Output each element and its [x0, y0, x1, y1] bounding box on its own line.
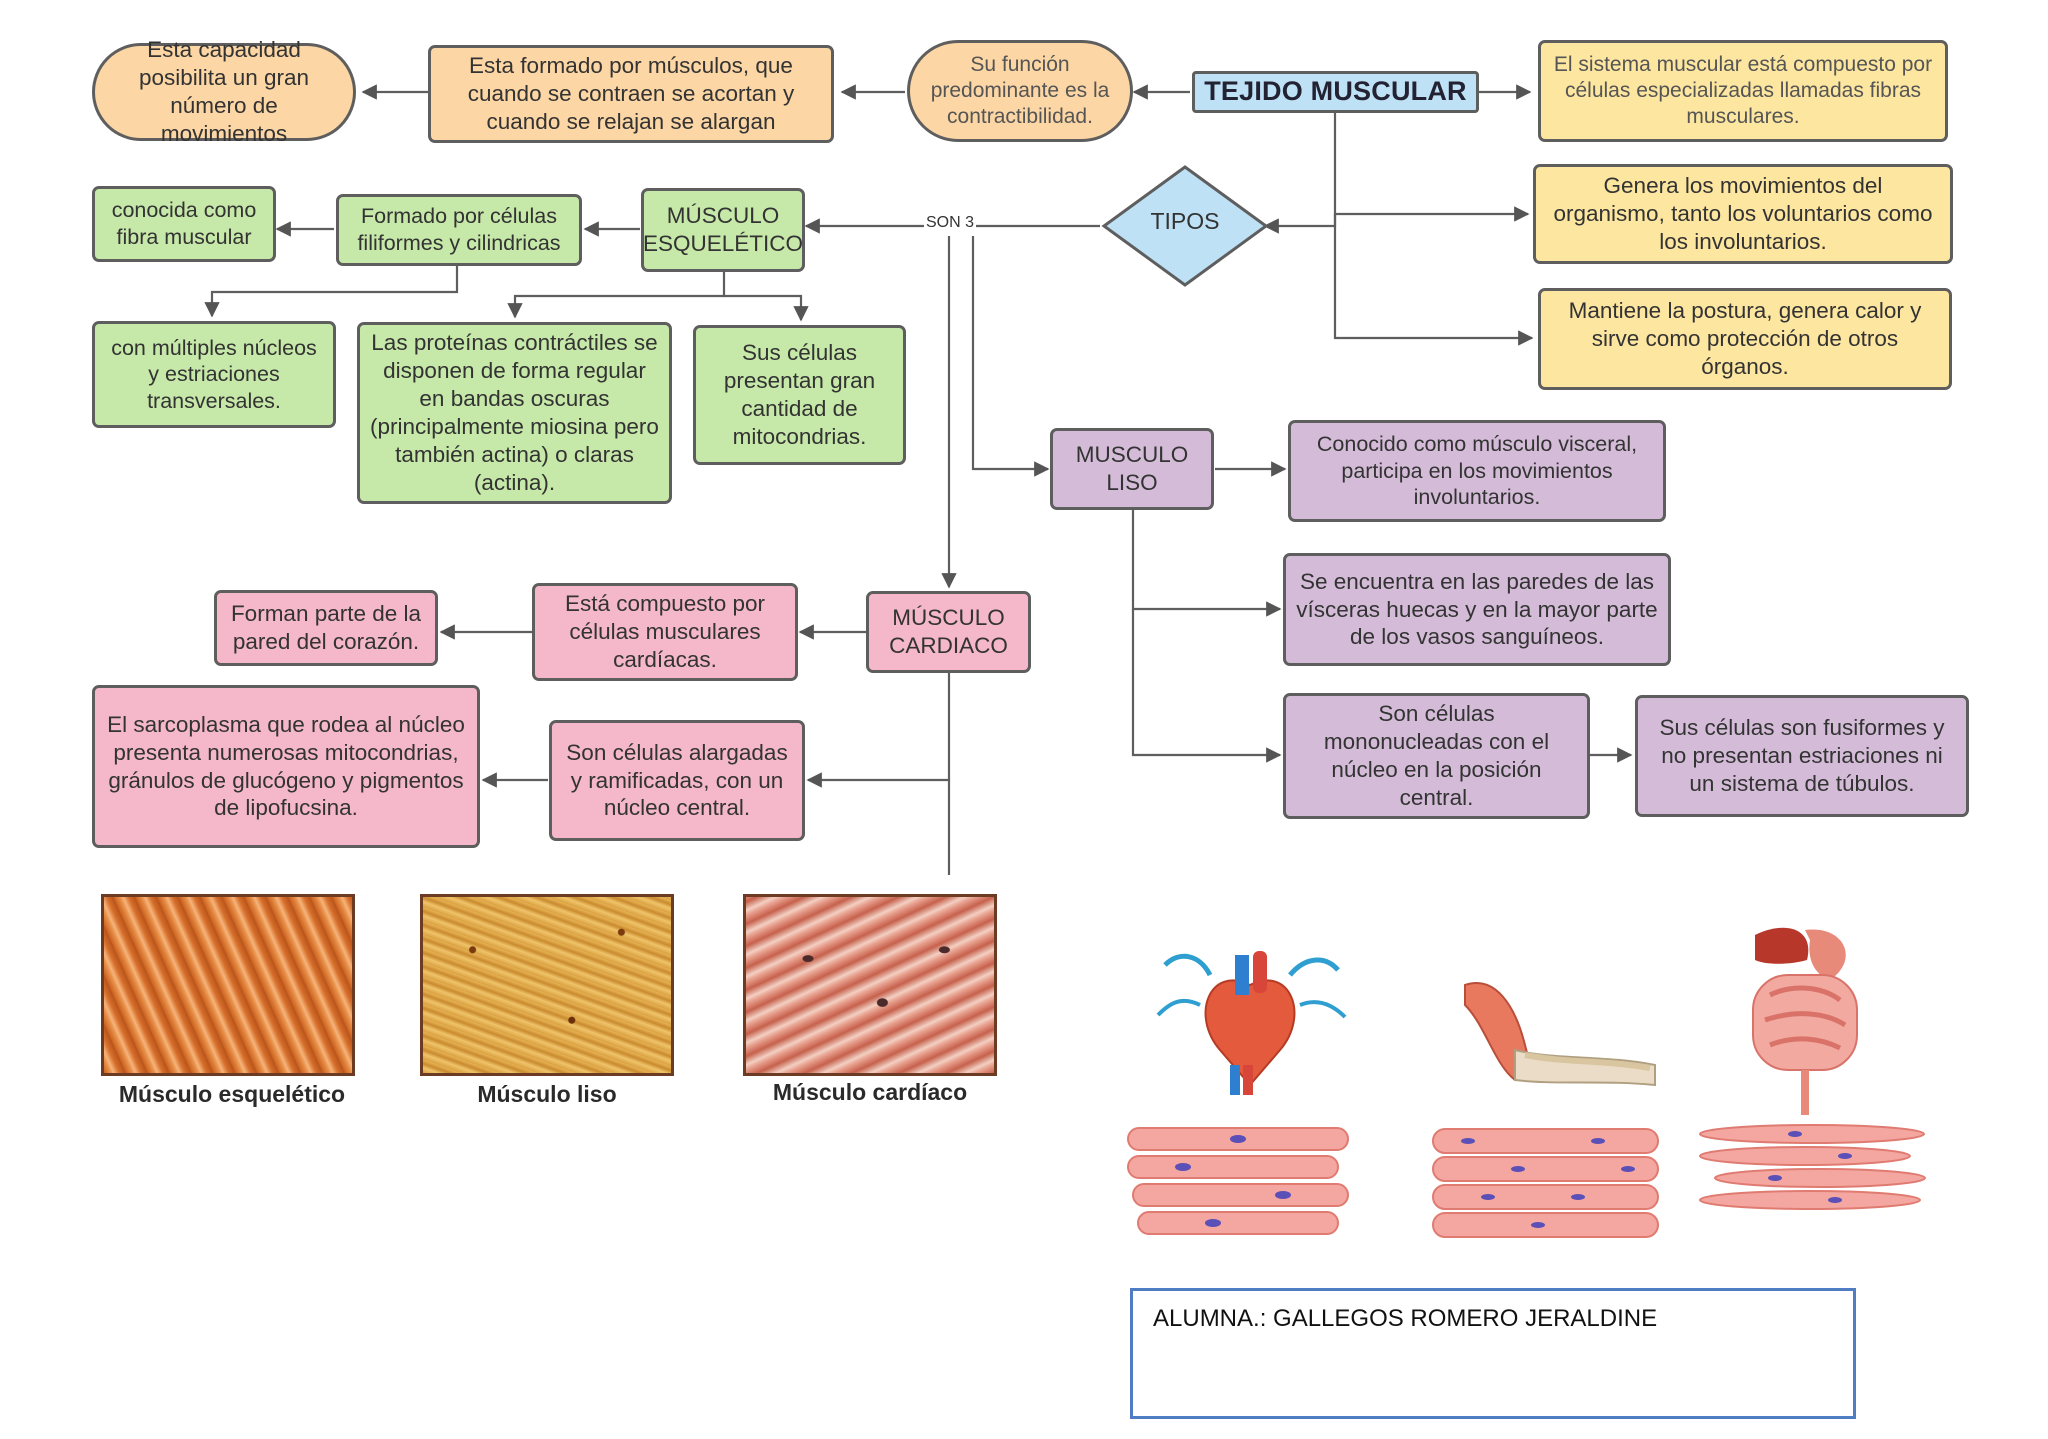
node-paredes: Se encuentra en las paredes de las vísce…: [1283, 553, 1671, 666]
tipos-label: TIPOS: [1150, 208, 1220, 234]
node-capacidad: Esta capacidad posibilita un gran número…: [92, 37, 356, 146]
skeletal-cells-illustration: [1432, 1128, 1659, 1238]
node-fusiformes: Sus células son fusiformes y no presenta…: [1635, 695, 1969, 817]
digestive-organs-illustration: [1752, 927, 1858, 1115]
node-formado-musculos: Esta formado por músculos, que cuando se…: [428, 45, 834, 143]
skeletal-muscle-micrograph: [101, 894, 355, 1076]
node-compuesto-cardiacas: Está compuesto por células musculares ca…: [532, 583, 798, 681]
heart-illustration: [1156, 951, 1347, 1095]
son3-label: SON 3: [924, 214, 977, 232]
caption-smooth: Músculo liso: [477, 1081, 617, 1107]
cardiac-muscle-micrograph: [743, 894, 997, 1076]
node-visceral: Conocido como músculo visceral, particip…: [1288, 420, 1666, 522]
node-title: TEJIDO MUSCULAR: [1192, 71, 1479, 113]
node-mantiene: Mantiene la postura, genera calor y sirv…: [1538, 288, 1952, 390]
node-nucleos: con múltiples núcleos y estriaciones tra…: [92, 321, 336, 428]
node-cardiaco: MÚSCULO CARDIACO: [866, 591, 1031, 673]
tipos-diamond: [1101, 165, 1269, 287]
node-funcion: Su función predominante es la contractib…: [907, 40, 1133, 142]
node-corazon: Forman parte de la pared del corazón.: [214, 590, 438, 666]
node-genera: Genera los movimientos del organismo, ta…: [1533, 164, 1953, 264]
node-proteinas: Las proteínas contráctiles se disponen d…: [357, 322, 672, 504]
node-mononucleadas: Son células mononucleadas con el núcleo …: [1283, 693, 1590, 819]
student-name-box: ALUMNA.: GALLEGOS ROMERO JERALDINE: [1130, 1288, 1856, 1419]
caption-cardiac: Músculo cardíaco: [772, 1079, 968, 1105]
node-fibra: conocida como fibra muscular: [92, 186, 276, 262]
student-name: ALUMNA.: GALLEGOS ROMERO JERALDINE: [1153, 1305, 1658, 1332]
smooth-muscle-micrograph: [420, 894, 674, 1076]
node-liso: MUSCULO LISO: [1050, 428, 1214, 510]
node-mitocondrias: Sus células presentan gran cantidad de m…: [693, 325, 906, 465]
node-alargadas: Son células alargadas y ramificadas, con…: [549, 720, 805, 841]
cardiac-cells-illustration: [1127, 1127, 1349, 1235]
caption-skeletal: Músculo esquelético: [118, 1081, 346, 1107]
node-sarcoplasma: El sarcoplasma que rodea al núcleo prese…: [92, 685, 480, 848]
arm-muscle-illustration: [1464, 982, 1656, 1087]
node-esqueletico: MÚSCULO ESQUELÉTICO: [641, 188, 805, 272]
node-sistema: El sistema muscular está compuesto por c…: [1538, 40, 1948, 142]
node-filiformes: Formado por células filiformes y cilindr…: [336, 194, 582, 266]
smooth-cells-illustration: [1699, 1124, 1926, 1210]
